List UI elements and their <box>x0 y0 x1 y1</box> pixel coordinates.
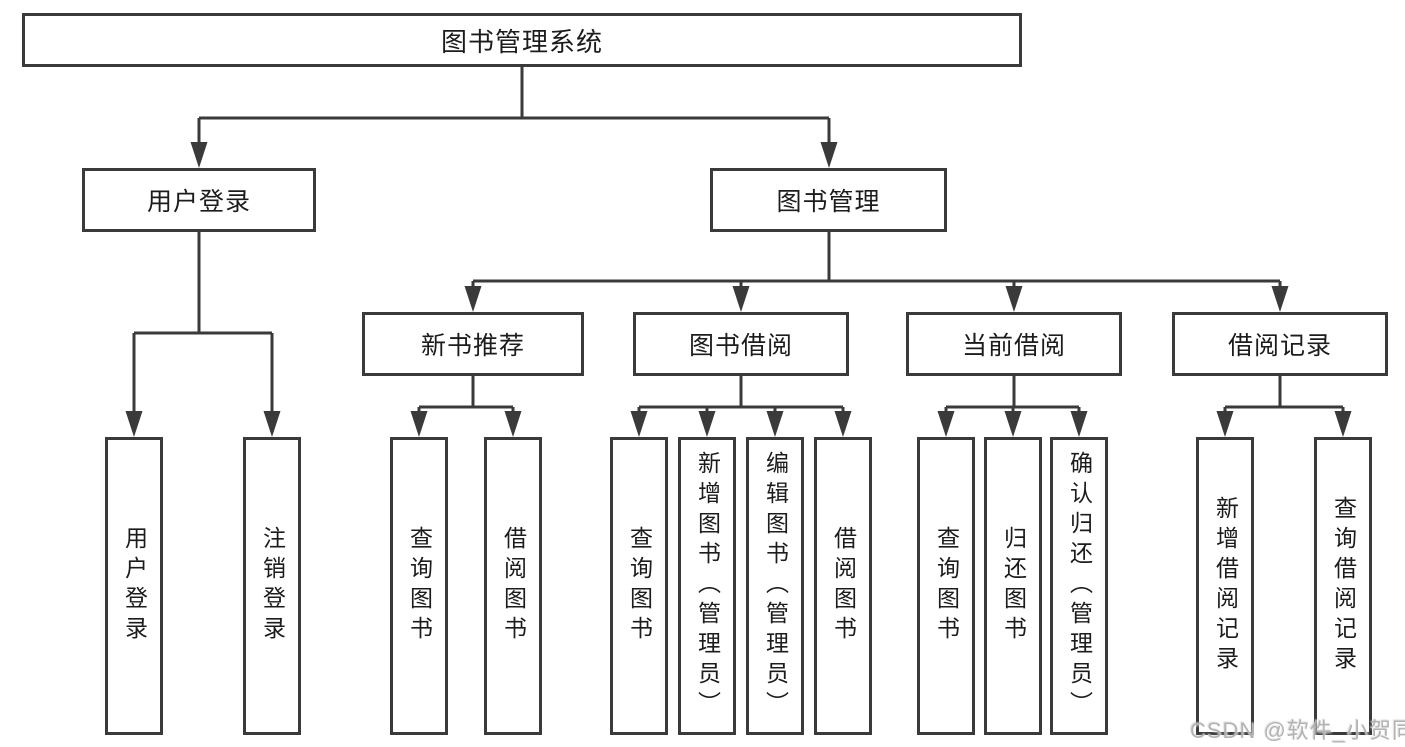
leaf-query-books-borrow: 查询图书 <box>610 437 668 735</box>
leaf-logout: 注销登录 <box>243 437 301 735</box>
leaf-return-book: 归还图书 <box>984 437 1042 735</box>
node-borrow-records: 借阅记录 <box>1172 312 1388 376</box>
node-library-management-system: 图书管理系统 <box>22 13 1022 67</box>
node-book-borrow: 图书借阅 <box>633 312 849 376</box>
leaf-query-books-current: 查询图书 <box>917 437 975 735</box>
leaf-add-book-admin: 新增图书（管理员） <box>678 437 736 735</box>
node-current-borrow: 当前借阅 <box>906 312 1122 376</box>
csdn-watermark: CSDN @软件_小贺同学 <box>1190 718 1405 743</box>
node-user-login: 用户登录 <box>82 168 316 232</box>
leaf-query-borrow-record: 查询借阅记录 <box>1314 437 1372 735</box>
leaf-add-borrow-record: 新增借阅记录 <box>1196 437 1254 735</box>
node-book-management: 图书管理 <box>710 168 947 232</box>
node-new-book-recommend: 新书推荐 <box>362 312 584 376</box>
leaf-borrow-books: 借阅图书 <box>814 437 872 735</box>
leaf-user-login: 用户登录 <box>105 437 163 735</box>
leaf-edit-book-admin: 编辑图书（管理员） <box>746 437 804 735</box>
leaf-borrow-books-recommend: 借阅图书 <box>484 437 542 735</box>
leaf-confirm-return-admin: 确认归还（管理员） <box>1050 437 1108 735</box>
leaf-query-books-recommend: 查询图书 <box>390 437 448 735</box>
